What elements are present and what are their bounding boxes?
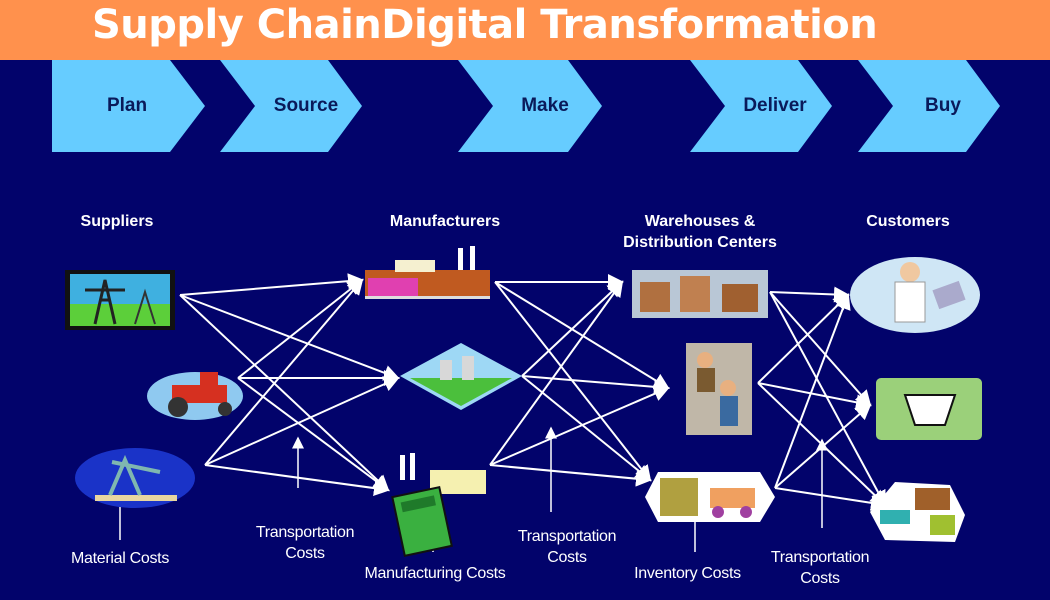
title-banner: Supply ChainDigital Transformation (0, 0, 1050, 60)
flow-arrow (521, 375, 652, 482)
manufacturers-label: Manufacturers (389, 213, 501, 230)
transport-costs-3-line1: Transportation (770, 549, 870, 566)
flow-arrow (521, 280, 624, 377)
flow-arrow (769, 286, 850, 303)
flow-arrow (237, 278, 364, 379)
flow-arrow (204, 278, 364, 466)
flow-arrow (179, 294, 390, 492)
pharmacy-icon (876, 378, 982, 440)
transport-costs-2-line1: Transportation (517, 528, 617, 545)
transport-costs-2-line2: Costs (547, 549, 587, 566)
flow-arrow (489, 280, 624, 466)
stage-label: Plan (107, 95, 147, 116)
flow-arrow (769, 291, 872, 407)
doctor-icon (850, 257, 980, 333)
flow-arrow (774, 293, 851, 489)
transport-costs-1-line2: Costs (285, 545, 325, 562)
flow-arrow (494, 281, 670, 390)
flow-arrow (769, 291, 886, 507)
power-plant-icon (400, 343, 522, 410)
stage-make: Make (458, 60, 602, 152)
stage-deliver: Deliver (690, 60, 832, 152)
stage-label: Deliver (743, 95, 807, 116)
flow-arrow (489, 464, 652, 487)
warehouse-icon (632, 270, 768, 318)
oil-pump-icon (75, 448, 195, 508)
stage-label: Buy (925, 95, 961, 116)
warehouses-label-line2: Distribution Centers (623, 234, 777, 251)
flow-arrow (179, 273, 364, 296)
stage-source: Source (220, 60, 362, 152)
transport-costs-1-line1: Transportation (255, 524, 355, 541)
workers-icon (686, 343, 752, 435)
inventory-costs-label: Inventory Costs (634, 565, 741, 582)
stage-label: Make (521, 95, 569, 116)
transport-costs-3-line2: Costs (800, 570, 840, 587)
flow-arrow (521, 375, 670, 395)
stage-label: Source (274, 95, 338, 116)
power-tower-icon (65, 270, 175, 330)
flow-arrow (774, 487, 887, 511)
flow-arrow (757, 382, 872, 411)
warehouses-label-line1: Warehouses & (644, 213, 756, 230)
stage-plan: Plan (52, 60, 205, 152)
tractor-icon (147, 372, 243, 420)
food-products-icon (870, 482, 965, 542)
manufacturing-costs-label: Manufacturing Costs (364, 565, 506, 582)
flow-arrow (489, 386, 670, 466)
customers-label: Customers (866, 213, 950, 230)
material-costs-label: Material Costs (70, 550, 170, 567)
flow-arrow (204, 376, 400, 466)
supply-chain-diagram: Plan Source Make Deliver Buy (52, 60, 1000, 557)
page-title: Supply ChainDigital Transformation (92, 2, 878, 48)
forklift-icon (645, 472, 775, 522)
calculator-factory-icon (391, 453, 486, 557)
flow-arrows (114, 273, 887, 552)
flow-arrow (204, 464, 390, 497)
flow-arrow (757, 293, 850, 384)
suppliers-label: Suppliers (80, 213, 154, 230)
stage-buy: Buy (858, 60, 1000, 152)
factory-icon (365, 246, 490, 299)
